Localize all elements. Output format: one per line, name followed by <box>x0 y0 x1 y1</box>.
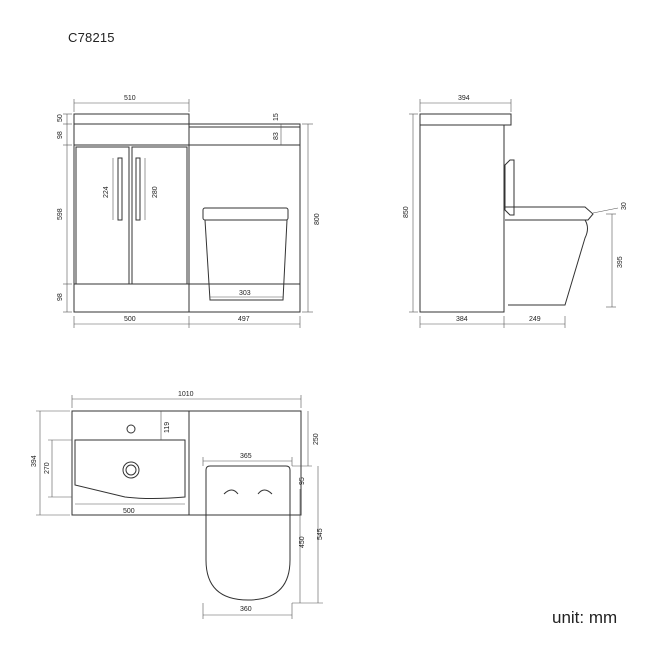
left-door <box>75 146 130 285</box>
dim-upper-gap: 98 <box>57 131 64 139</box>
dim-depth-total: 394 <box>31 455 38 467</box>
dim-pan-width: 303 <box>239 290 251 297</box>
product-code: C78215 <box>68 30 115 45</box>
dim-tap-offset: 119 <box>164 422 171 433</box>
top-seat <box>205 465 291 601</box>
side-view: 394 850 30 395 384 249 <box>403 95 628 328</box>
dim-pan-height: 395 <box>617 256 624 268</box>
dim-pan-length: 545 <box>317 528 324 540</box>
dim-side-depth-cabinet: 384 <box>456 316 468 323</box>
dim-width-top: 510 <box>124 95 136 102</box>
dim-width-left: 500 <box>124 316 136 323</box>
dim-pan-width-top: 360 <box>240 606 252 613</box>
dim-back-box: 250 <box>313 433 320 445</box>
front-plinth <box>73 283 190 313</box>
side-pan <box>508 219 588 306</box>
seat-hinge-left <box>223 489 239 495</box>
top-basin <box>74 439 186 499</box>
top-outline <box>71 410 302 516</box>
dim-plinth: 98 <box>57 293 64 301</box>
top-seat-area <box>203 470 292 610</box>
side-seat-hinge <box>504 159 515 216</box>
seat-hinge-right <box>257 489 273 495</box>
basin-waste-inner <box>125 464 137 476</box>
side-seat <box>505 206 594 221</box>
dim-handle-left: 224 <box>103 186 110 198</box>
dim-shelf-thickness: 15 <box>273 113 280 121</box>
side-top <box>419 113 512 126</box>
dim-side-height: 850 <box>403 206 410 218</box>
unit-label: unit: mm <box>552 608 618 627</box>
dim-seat-length: 450 <box>299 536 306 548</box>
front-pan <box>204 219 288 301</box>
dim-overall-width: 1010 <box>178 391 194 398</box>
dim-rim-offset: 30 <box>621 202 628 210</box>
toilet-unit-body <box>188 144 301 313</box>
top-view: 1010 394 270 119 500 250 365 95 450 545 … <box>31 391 324 619</box>
dim-handle-right: 280 <box>152 186 159 198</box>
dim-seat-width: 365 <box>240 453 252 460</box>
dim-toilet-box: 83 <box>273 132 280 140</box>
dim-pan-projection: 249 <box>529 316 541 323</box>
basin-waste <box>122 461 140 479</box>
front-basin-top <box>73 113 190 146</box>
front-pan-rim <box>202 207 289 221</box>
front-view: 510 50 98 598 98 224 280 15 83 800 303 5… <box>57 95 321 328</box>
side-cabinet <box>419 124 505 313</box>
dim-basin-depth: 270 <box>44 462 51 474</box>
dim-door-height: 598 <box>57 208 64 220</box>
left-handle <box>117 157 123 221</box>
dim-basin-width: 500 <box>123 508 135 515</box>
dim-top-slab: 50 <box>57 114 64 122</box>
tap-hole <box>126 424 136 434</box>
dim-side-depth-top: 394 <box>458 95 470 102</box>
right-handle <box>135 157 141 221</box>
dim-seat-offset: 95 <box>299 477 306 485</box>
dim-overall-height: 800 <box>314 213 321 225</box>
dim-width-right: 497 <box>238 316 250 323</box>
